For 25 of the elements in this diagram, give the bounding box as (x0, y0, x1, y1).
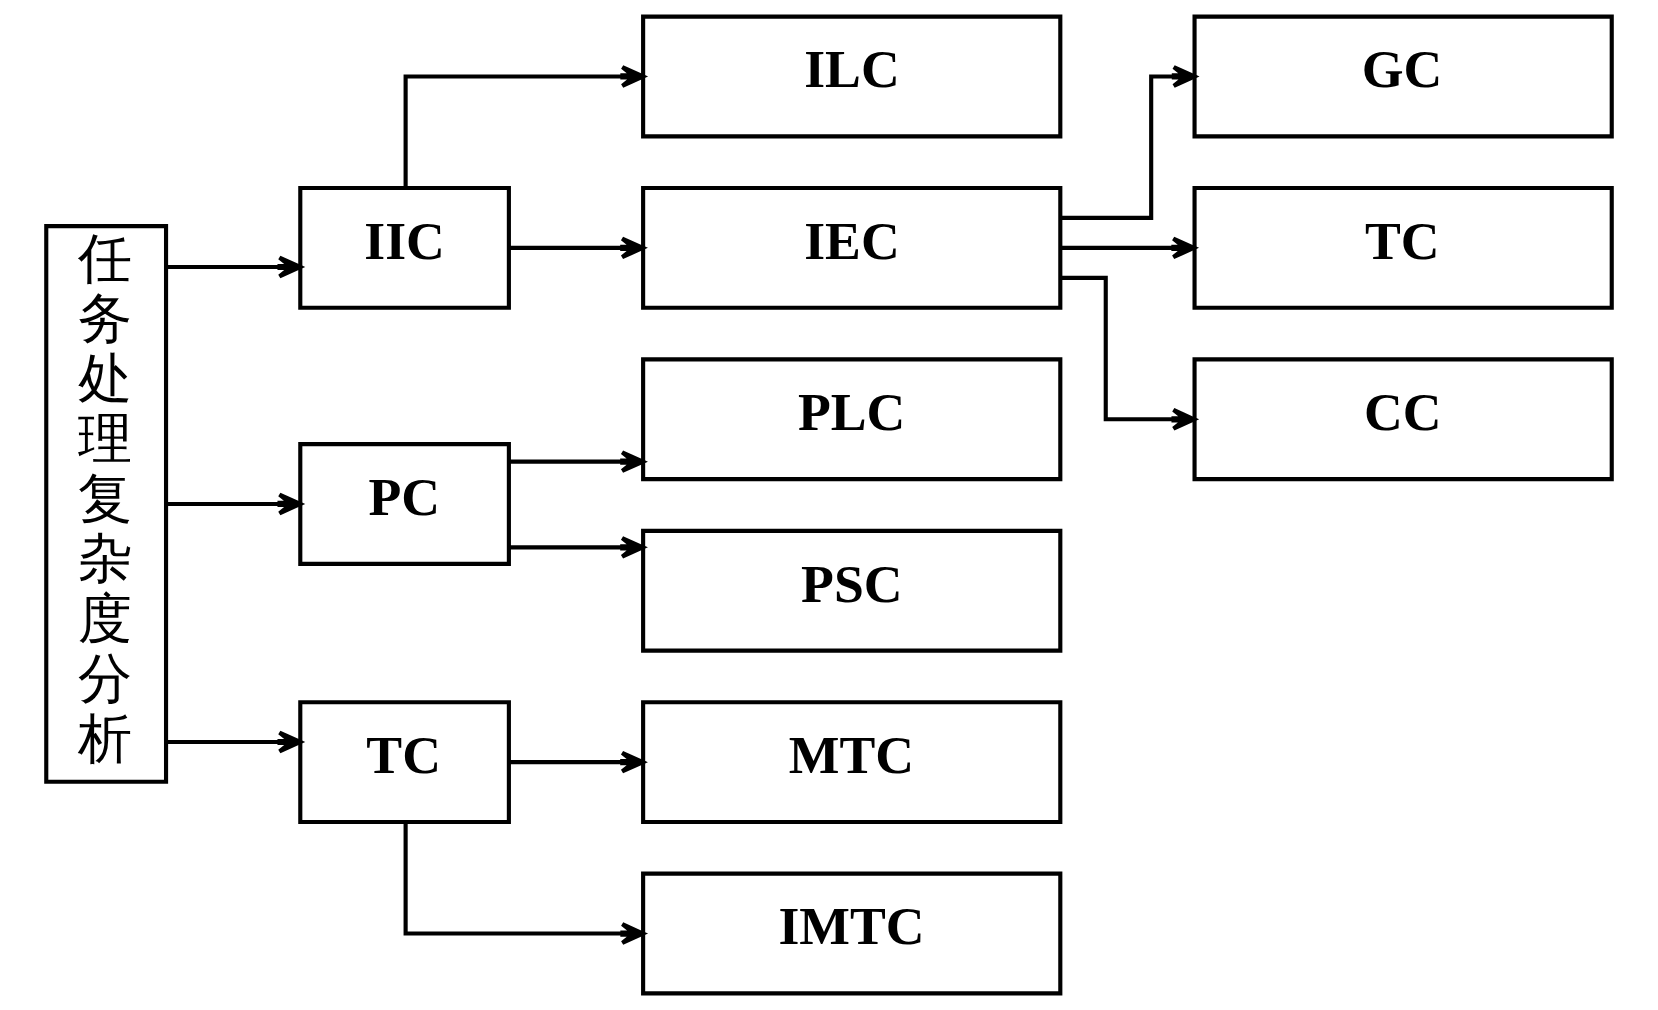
node-box: IMTC (641, 871, 1063, 996)
arrow (509, 750, 645, 774)
node-box: CC (1192, 357, 1614, 482)
node-box: PLC (641, 357, 1063, 482)
node-box: ILC (641, 14, 1063, 139)
arrow (166, 492, 303, 516)
node-box: IIC (298, 185, 511, 310)
arrow (509, 236, 645, 260)
node-box: GC (1192, 14, 1614, 139)
arrow (166, 255, 303, 279)
arrow (166, 730, 303, 754)
node-box: PSC (641, 528, 1063, 653)
node-box: TC (298, 700, 511, 825)
node-box: 任务处理复杂度分析 (44, 224, 169, 784)
node-box: MTC (641, 700, 1063, 825)
node-box: TC (1192, 185, 1614, 310)
arrow (1060, 65, 1197, 220)
arrow (1060, 275, 1197, 431)
arrow (509, 450, 645, 473)
node-box: PC (298, 442, 511, 566)
node-box: IEC (641, 185, 1063, 310)
arrow (1060, 236, 1197, 260)
arrow (403, 822, 646, 945)
arrow (509, 535, 645, 559)
arrow (403, 65, 646, 188)
